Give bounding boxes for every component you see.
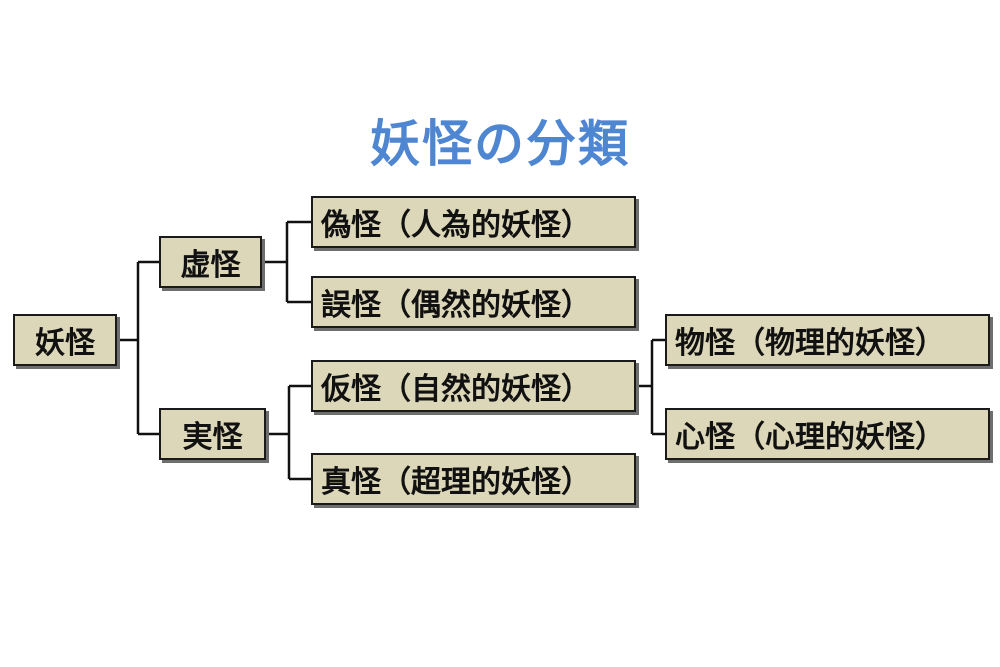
node-kakai: 仮怪（自然的妖怪） — [311, 360, 636, 412]
node-gikai: 偽怪（人為的妖怪） — [311, 196, 636, 248]
node-kyokai: 虚怪 — [159, 236, 262, 288]
diagram-title: 妖怪の分類 — [370, 115, 630, 173]
node-shinkai-heart: 心怪（心理的妖怪） — [665, 408, 990, 460]
node-gokai: 誤怪（偶然的妖怪） — [311, 276, 636, 328]
node-bukkai: 物怪（物理的妖怪） — [665, 314, 990, 366]
node-root: 妖怪 — [13, 314, 117, 366]
node-shinkai: 真怪（超理的妖怪） — [311, 453, 636, 505]
node-jikkai: 実怪 — [159, 408, 266, 460]
